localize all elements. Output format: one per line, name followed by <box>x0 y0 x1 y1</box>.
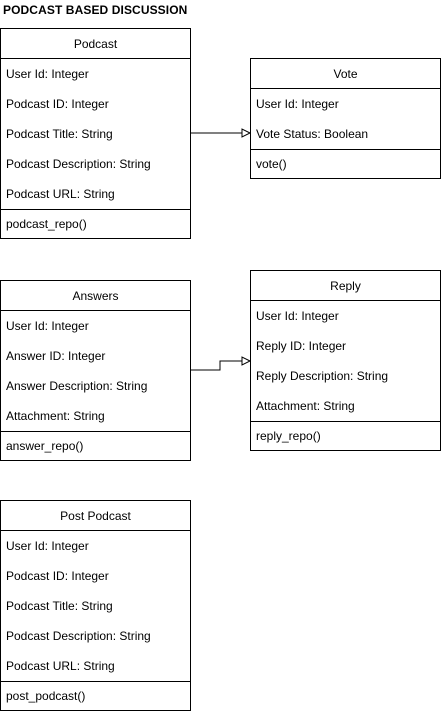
class-answers[interactable]: Answers User Id: Integer Answer ID: Inte… <box>0 280 191 461</box>
method: vote() <box>256 157 287 171</box>
attribute: Attachment: String <box>256 399 355 413</box>
class-podcast[interactable]: Podcast User Id: Integer Podcast ID: Int… <box>0 28 191 239</box>
attribute: Podcast URL: String <box>6 659 115 673</box>
attribute: Answer ID: Integer <box>6 349 106 363</box>
class-name: Post Podcast <box>1 501 190 531</box>
attribute: Podcast Description: String <box>6 157 151 171</box>
attribute: Podcast ID: Integer <box>6 569 109 583</box>
method: podcast_repo() <box>6 217 87 231</box>
attribute: User Id: Integer <box>6 539 89 553</box>
connector-podcast-vote[interactable] <box>191 128 252 138</box>
method: post_podcast() <box>6 689 86 703</box>
class-name: Reply <box>251 271 440 301</box>
attribute: Podcast ID: Integer <box>6 97 109 111</box>
attribute: User Id: Integer <box>6 319 89 333</box>
attribute: User Id: Integer <box>6 67 89 81</box>
divider <box>1 681 190 682</box>
method: reply_repo() <box>256 429 321 443</box>
class-reply[interactable]: Reply User Id: Integer Reply ID: Integer… <box>250 270 441 451</box>
attribute: Vote Status: Boolean <box>256 127 369 141</box>
method: answer_repo() <box>6 439 84 453</box>
attribute: Podcast Title: String <box>6 599 113 613</box>
attribute: User Id: Integer <box>256 97 339 111</box>
divider <box>1 209 190 210</box>
attribute: User Id: Integer <box>256 309 339 323</box>
attribute: Reply ID: Integer <box>256 339 347 353</box>
divider <box>251 149 440 150</box>
arrowhead-icon <box>241 356 252 366</box>
class-name: Vote <box>251 59 440 89</box>
class-post-podcast[interactable]: Post Podcast User Id: Integer Podcast ID… <box>0 500 191 711</box>
class-name: Answers <box>1 281 190 311</box>
attribute: Answer Description: String <box>6 379 148 393</box>
connector-answers-reply[interactable] <box>191 356 252 371</box>
attribute: Reply Description: String <box>256 369 389 383</box>
attribute: Podcast Description: String <box>6 629 151 643</box>
attribute: Attachment: String <box>6 409 105 423</box>
divider <box>1 431 190 432</box>
divider <box>251 421 440 422</box>
attribute: Podcast URL: String <box>6 187 115 201</box>
diagram-title: PODCAST BASED DISCUSSION <box>3 3 188 17</box>
attribute: Podcast Title: String <box>6 127 113 141</box>
class-name: Podcast <box>1 29 190 59</box>
arrowhead-icon <box>241 128 252 138</box>
